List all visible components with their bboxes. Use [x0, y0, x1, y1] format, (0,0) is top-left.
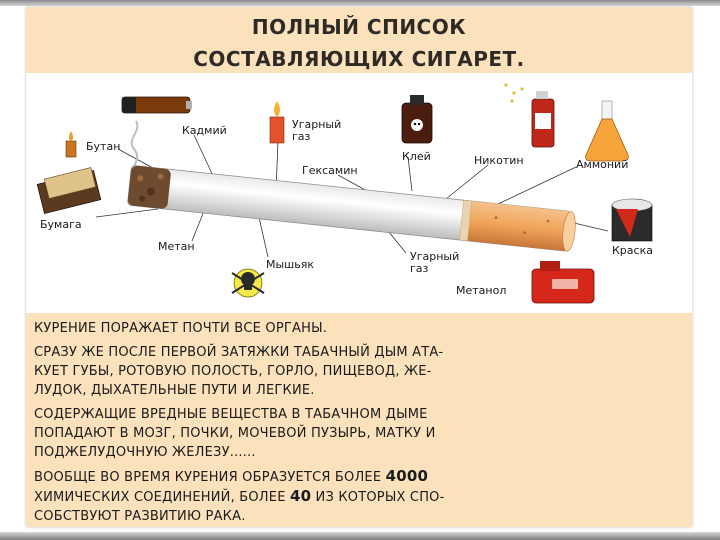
label-ugarny-gaz-top-2: газ: [292, 130, 311, 143]
slide: ПОЛНЫЙ СПИСОК СОСТАВЛЯЮЩИХ СИГАРЕТ.: [26, 7, 692, 527]
paragraph-4: Вообще во время курения образуется более…: [34, 467, 684, 526]
paragraph-3-line-1: Содержащие вредные вещества в табачном д…: [34, 407, 428, 422]
paragraph-1-line-1: Курение поражает почти все органы.: [34, 321, 328, 336]
paragraph-2: Сразу же после первой затяжки табачный д…: [34, 343, 684, 400]
paragraph-3-line-3: поджелудочную железу......: [34, 445, 256, 460]
page-title-line1: ПОЛНЫЙ СПИСОК: [251, 15, 467, 39]
top-border: [0, 0, 720, 6]
paragraph-2-line-3: лудок, дыхательные пути и легкие.: [34, 383, 315, 398]
label-ugarny-gaz-bottom-1: Угарный: [410, 250, 460, 263]
number-40: 40: [289, 487, 312, 505]
paragraph-4-line-3: собствуют развитию рака.: [34, 509, 246, 524]
cigarette-tobacco-end: [127, 165, 171, 209]
label-metan: Метан: [158, 240, 195, 253]
number-4000: 4000: [385, 467, 429, 485]
paragraph-1: Курение поражает почти все органы.: [34, 319, 684, 338]
spray-can-icon: [504, 83, 555, 148]
paragraph-4-line-2-text-a: химических соединений, более: [34, 490, 290, 505]
paragraph-4-line-2: химических соединений, более 40 из котор…: [34, 487, 684, 507]
paragraph-4-line-2-text-b: из которых спо-: [311, 490, 445, 505]
paragraph-3: Содержащие вредные вещества в табачном д…: [34, 405, 684, 462]
battery-icon: [121, 96, 192, 114]
label-ugarny-gaz-bottom-2: газ: [410, 262, 429, 275]
candle-icon: [269, 101, 285, 144]
label-bumaga: Бумага: [40, 218, 82, 231]
paragraph-4-line-1-text: Вообще во время курения образуется более: [34, 470, 386, 485]
paint-can-icon: [611, 198, 653, 242]
label-nikotin: Никотин: [474, 154, 524, 167]
label-kadmiy: Кадмий: [182, 124, 227, 137]
cigarette: [127, 165, 576, 252]
label-ammoniy: Аммоний: [576, 158, 629, 171]
label-ugarny-gaz-top-1: Угарный: [292, 118, 342, 131]
leader-lines: [95, 134, 609, 258]
label-geksamin: Гексамин: [302, 164, 358, 177]
label-metanol: Метанол: [456, 284, 507, 297]
bottom-border: [0, 532, 720, 540]
glue-bottle-icon: [401, 95, 433, 144]
cigarette-filter: [467, 201, 572, 252]
paragraph-2-line-1: Сразу же после первой затяжки табачный д…: [34, 345, 444, 360]
label-myshyak: Мышьяк: [266, 258, 314, 271]
label-butan: Бутан: [86, 140, 121, 153]
cigarette-illustration: Бутан Кадмий Угарный газ Гексамин Клей Н…: [26, 73, 692, 313]
page-title-line2: СОСТАВЛЯЮЩИХ СИГАРЕТ.: [193, 47, 525, 71]
illustration-graphics: [36, 83, 653, 304]
paper-stack-icon: [36, 167, 102, 215]
label-kraska: Краска: [612, 244, 653, 257]
paragraph-2-line-2: кует губы, ротовую полость, горло, пищев…: [34, 364, 432, 379]
label-kley: Клей: [402, 150, 431, 163]
paragraph-3-line-2: попадают в мозг, почки, мочевой пузырь, …: [34, 426, 436, 441]
fuel-can-icon: [531, 261, 595, 304]
flask-icon: [585, 100, 629, 162]
lighter-icon: [65, 131, 77, 158]
paragraph-4-line-1: Вообще во время курения образуется более…: [34, 467, 684, 487]
skull-icon: [231, 268, 265, 298]
